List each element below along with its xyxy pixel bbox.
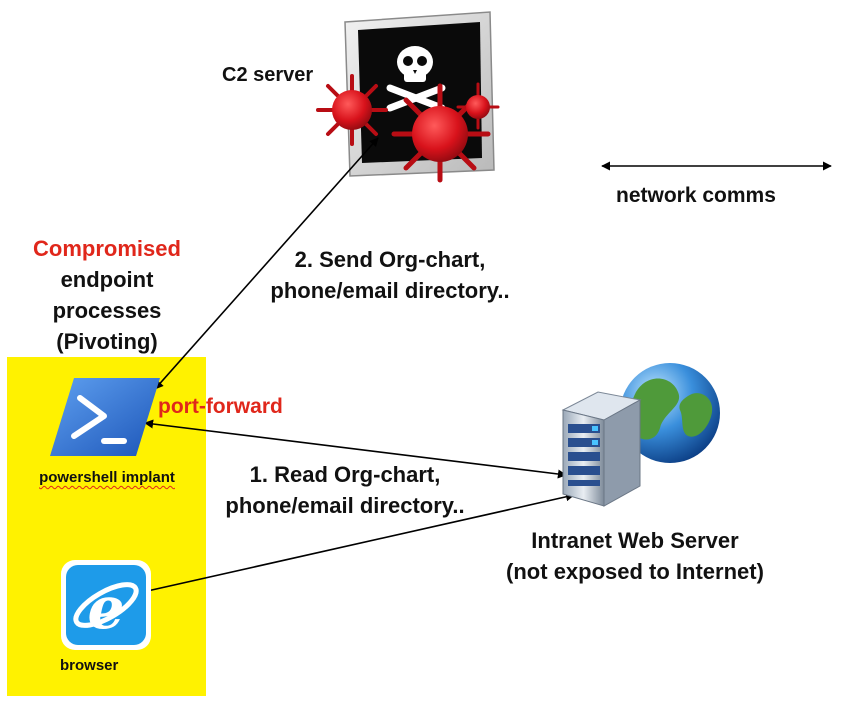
- compromised-line-endpoint: endpoint: [60, 267, 154, 292]
- compromised-line-pivoting: (Pivoting): [56, 329, 158, 354]
- edge-browser-intranet: [133, 492, 575, 597]
- browser-label: browser: [60, 657, 119, 674]
- compromised-heading: Compromised: [33, 236, 181, 261]
- step1-line1: 1. Read Org-chart,: [249, 462, 441, 487]
- skull-icon: [386, 46, 446, 112]
- powershell-implant-text: powershell implant: [39, 469, 175, 486]
- c2-server-icon: [316, 11, 500, 183]
- powershell-implant-label: powershell implant: [16, 468, 198, 488]
- port-forward-label: port-forward: [158, 395, 283, 418]
- intranet-line1: Intranet Web Server: [531, 528, 739, 553]
- server-icon: [561, 391, 642, 507]
- virus-icon: [316, 74, 388, 146]
- intranet-server-label: Intranet Web Server (not exposed to Inte…: [470, 525, 800, 587]
- internet-explorer-icon: e: [61, 560, 151, 650]
- network-comms-label: network comms: [616, 184, 776, 207]
- virus-icon: [456, 82, 500, 130]
- powershell-icon: [50, 378, 160, 456]
- step2-line1: 2. Send Org-chart,: [294, 247, 486, 272]
- step1-line2: phone/email directory..: [225, 493, 465, 518]
- edge-powershell-intranet: [144, 419, 567, 479]
- step1-label: 1. Read Org-chart, phone/email directory…: [200, 459, 490, 521]
- server-globe-icon: [561, 363, 720, 507]
- step2-label: 2. Send Org-chart, phone/email directory…: [240, 244, 540, 306]
- intranet-line2: (not exposed to Internet): [506, 559, 764, 584]
- compromised-endpoint-label: Compromised endpoint processes (Pivoting…: [12, 233, 202, 357]
- compromised-line-processes: processes: [52, 298, 162, 323]
- edge-powershell-c2: [154, 137, 379, 390]
- c2-server-label: C2 server: [222, 64, 314, 86]
- step2-line2: phone/email directory..: [270, 278, 510, 303]
